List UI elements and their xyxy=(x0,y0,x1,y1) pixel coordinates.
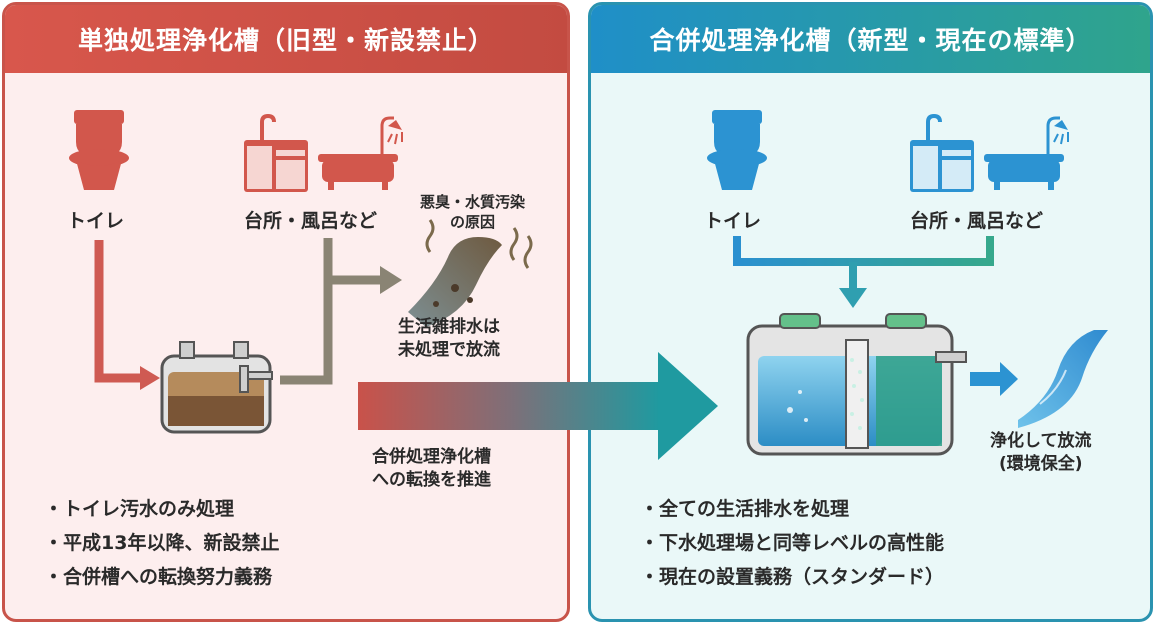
clean-river-icon xyxy=(1018,330,1108,428)
list-item: 全ての生活排水を処理 xyxy=(640,492,944,526)
purified-discharge-note: 浄化して放流 (環境保全) xyxy=(990,431,1092,474)
list-item: 平成13年以降、新設禁止 xyxy=(44,526,279,560)
right-feature-list: 全ての生活排水を処理 下水処理場と同等レベルの高性能 現在の設置義務（スタンダー… xyxy=(640,492,944,594)
bathtub-icon xyxy=(318,116,403,190)
left-panel-title: 単独処理浄化槽（旧型・新設禁止） xyxy=(5,5,567,73)
toilet-flow-arrow xyxy=(94,240,160,390)
bathtub-icon xyxy=(984,116,1069,190)
left-feature-list: トイレ汚水のみ処理 平成13年以降、新設禁止 合併槽への転換努力義務 xyxy=(44,492,279,594)
list-item: トイレ汚水のみ処理 xyxy=(44,492,279,526)
untreated-discharge-note: 生活雑排水は 未処理で放流 xyxy=(398,317,500,360)
right-kitchen-bath-label: 台所・風呂など xyxy=(910,210,1044,232)
pollution-note: 悪臭・水質汚染 の原因 xyxy=(420,193,526,232)
conversion-arrow xyxy=(358,352,718,460)
greywater-flow-arrow xyxy=(280,238,402,385)
right-toilet-label: トイレ xyxy=(704,210,762,232)
kitchen-icon xyxy=(910,113,974,192)
list-item: 現在の設置義務（スタンダード） xyxy=(640,560,944,594)
right-panel-title: 合併処理浄化槽（新型・現在の標準） xyxy=(591,5,1150,73)
kitchen-icon xyxy=(244,113,308,192)
combined-treatment-tank-icon xyxy=(746,313,967,456)
combined-inflow-arrow xyxy=(733,236,994,308)
polluted-river-icon xyxy=(408,219,533,327)
left-kitchen-bath-label: 台所・風呂など xyxy=(244,210,378,232)
conversion-note: 合併処理浄化槽 への転換を推進 xyxy=(372,447,491,490)
outflow-arrow xyxy=(970,362,1018,396)
list-item: 合併槽への転換努力義務 xyxy=(44,560,279,594)
left-toilet-label: トイレ xyxy=(67,210,125,232)
toilet-icon xyxy=(69,110,129,190)
toilet-icon xyxy=(707,110,767,190)
single-treatment-tank-icon xyxy=(160,341,273,434)
list-item: 下水処理場と同等レベルの高性能 xyxy=(640,526,944,560)
